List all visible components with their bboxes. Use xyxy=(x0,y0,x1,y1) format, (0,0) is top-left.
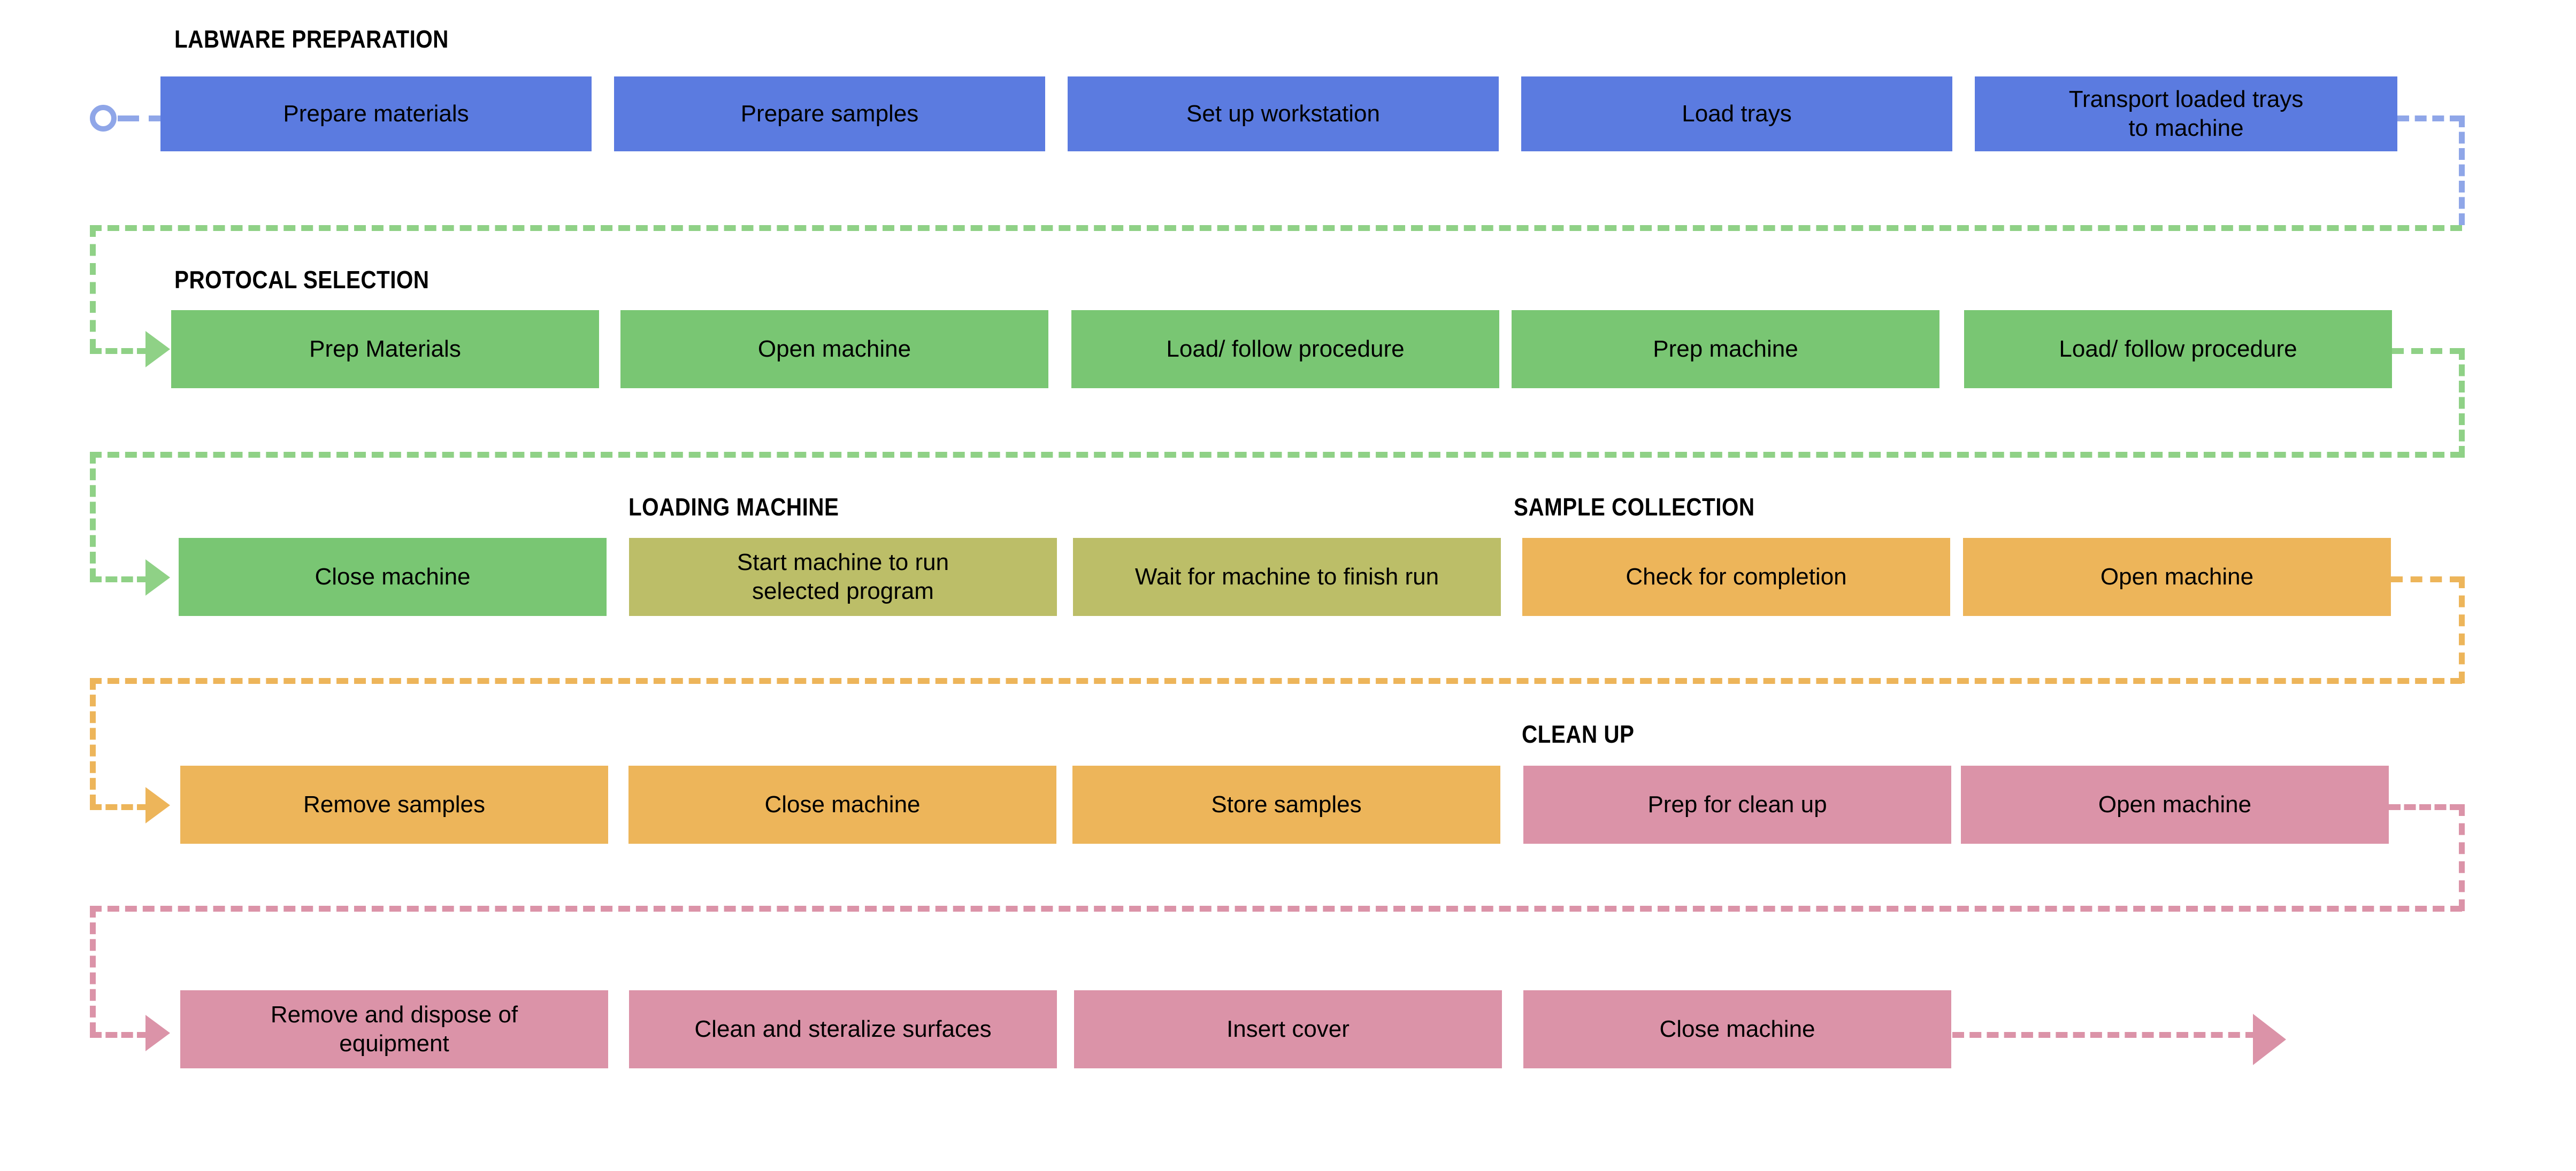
connector-row3-to-row4-left xyxy=(90,678,2462,684)
node-transport-loaded-trays[interactable]: Transport loaded trays to machine xyxy=(1975,76,2397,151)
section-title-clean-up: CLEAN UP xyxy=(1522,720,1635,748)
start-connector-segment-b xyxy=(149,115,170,121)
connector-row4-to-row5-left xyxy=(90,906,2462,912)
connector-row2-entry-right xyxy=(90,348,149,354)
node-load-trays[interactable]: Load trays xyxy=(1521,76,1952,151)
connector-row4-right xyxy=(2389,804,2462,810)
node-start-machine-run-program[interactable]: Start machine to run selected program xyxy=(629,538,1057,616)
node-check-for-completion[interactable]: Check for completion xyxy=(1522,538,1950,616)
arrow-into-row5 xyxy=(145,1015,170,1051)
node-close-machine-loading[interactable]: Close machine xyxy=(179,538,607,616)
node-load-follow-procedure-2[interactable]: Load/ follow procedure xyxy=(1964,310,2392,388)
connector-row1-to-row2-left xyxy=(90,225,2462,231)
arrow-into-row2 xyxy=(145,331,170,367)
connector-row5-entry-down xyxy=(90,906,96,1034)
node-prep-materials[interactable]: Prep Materials xyxy=(171,310,599,388)
connector-row5-entry-right xyxy=(90,1032,149,1038)
section-title-loading-machine: LOADING MACHINE xyxy=(628,493,839,521)
section-title-labware-preparation: LABWARE PREPARATION xyxy=(174,25,449,53)
connector-row2-right xyxy=(2392,348,2462,354)
node-open-machine-sample[interactable]: Open machine xyxy=(1963,538,2391,616)
node-close-machine-sample[interactable]: Close machine xyxy=(628,766,1056,844)
node-clean-steralize-surfaces[interactable]: Clean and steralize surfaces xyxy=(629,990,1057,1068)
node-remove-dispose-equipment[interactable]: Remove and dispose of equipment xyxy=(180,990,608,1068)
node-remove-samples[interactable]: Remove samples xyxy=(180,766,608,844)
connector-row3-entry-down xyxy=(90,452,96,580)
node-insert-cover[interactable]: Insert cover xyxy=(1074,990,1502,1068)
connector-row4-down xyxy=(2459,804,2465,911)
connector-row3-down xyxy=(2459,576,2465,683)
connector-row1-right xyxy=(2397,115,2462,121)
connector-row2-to-row3-left xyxy=(90,452,2462,458)
node-open-machine-cleanup[interactable]: Open machine xyxy=(1961,766,2389,844)
node-load-follow-procedure-1[interactable]: Load/ follow procedure xyxy=(1071,310,1499,388)
arrow-into-row4 xyxy=(145,787,170,823)
node-open-machine-protocol[interactable]: Open machine xyxy=(620,310,1048,388)
connector-row4-entry-right xyxy=(90,804,149,810)
node-wait-for-machine-finish[interactable]: Wait for machine to finish run xyxy=(1073,538,1501,616)
node-prepare-samples[interactable]: Prepare samples xyxy=(614,76,1045,151)
connector-row2-down xyxy=(2459,348,2465,458)
connector-row3-right xyxy=(2391,576,2462,582)
arrow-into-row3 xyxy=(145,559,170,596)
connector-row2-entry-down xyxy=(90,225,96,351)
node-store-samples[interactable]: Store samples xyxy=(1072,766,1500,844)
connector-row5-end xyxy=(1952,1032,2257,1038)
start-node-circle xyxy=(90,105,117,132)
node-close-machine-final[interactable]: Close machine xyxy=(1523,990,1951,1068)
node-set-up-workstation[interactable]: Set up workstation xyxy=(1068,76,1499,151)
connector-row3-entry-right xyxy=(90,576,149,582)
node-prepare-materials[interactable]: Prepare materials xyxy=(160,76,592,151)
node-prep-machine[interactable]: Prep machine xyxy=(1512,310,1939,388)
section-title-sample-collection: SAMPLE COLLECTION xyxy=(1514,493,1755,521)
end-arrow-icon xyxy=(2253,1014,2286,1065)
node-prep-for-clean-up[interactable]: Prep for clean up xyxy=(1523,766,1951,844)
connector-row1-down xyxy=(2459,115,2465,225)
section-title-protocal-selection: PROTOCAL SELECTION xyxy=(174,266,430,294)
connector-row4-entry-down xyxy=(90,678,96,806)
start-connector-segment-a xyxy=(118,115,139,121)
